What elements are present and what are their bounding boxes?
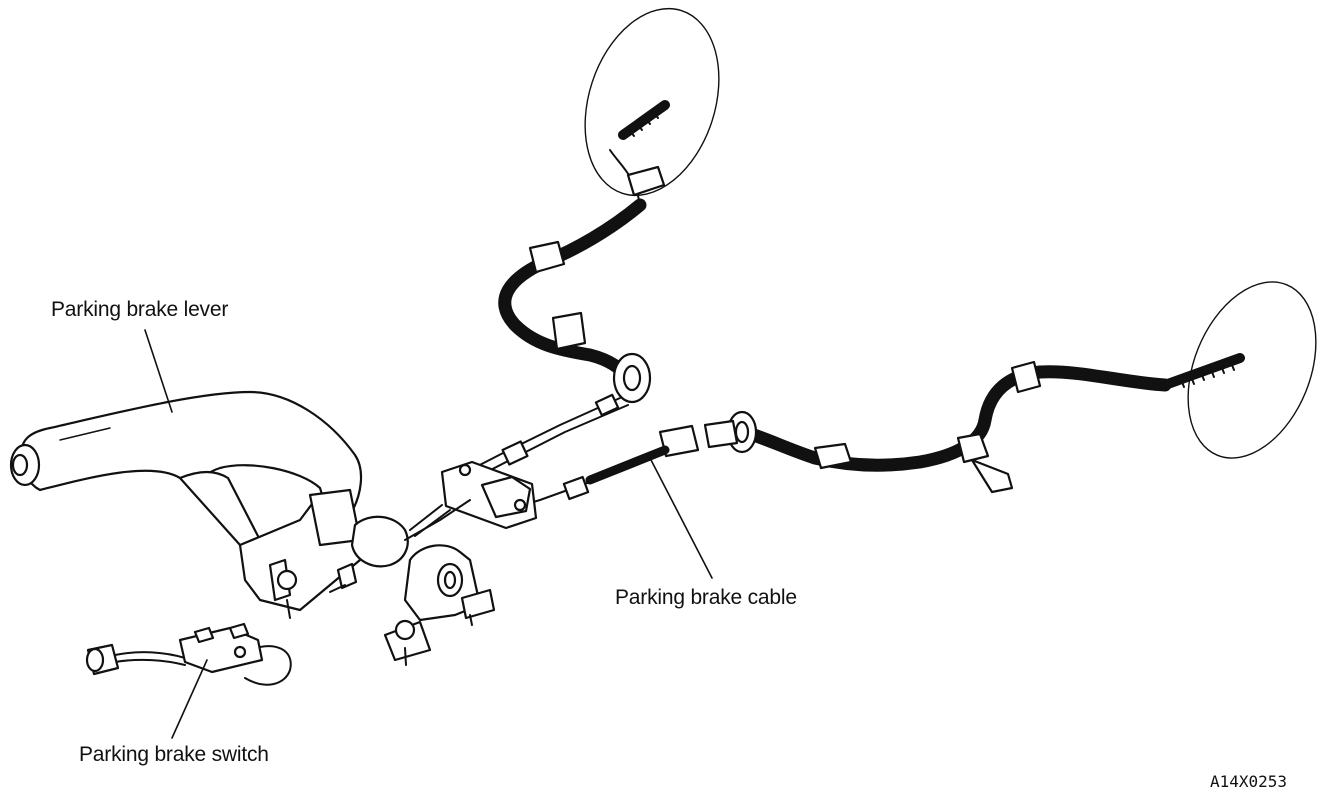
cable-right-rear <box>499 353 1245 513</box>
cable-equalizer <box>409 460 538 537</box>
parking-brake-switch <box>85 622 292 686</box>
label-parking-brake-switch: Parking brake switch <box>79 743 269 766</box>
leader-line-lever <box>144 329 173 413</box>
brake-drum-right <box>1187 281 1317 459</box>
leader-line-cable <box>649 457 713 579</box>
cable-left-rear <box>469 100 670 479</box>
label-parking-brake-cable: Parking brake cable <box>615 586 797 609</box>
lever-mount-bracket <box>383 544 496 666</box>
parking-brake-lever <box>9 390 471 619</box>
figure-id: A14X0253 <box>1210 772 1288 791</box>
label-parking-brake-lever: Parking brake lever <box>51 298 229 321</box>
leader-line-switch <box>171 659 208 739</box>
brake-drum-upper <box>584 7 720 197</box>
